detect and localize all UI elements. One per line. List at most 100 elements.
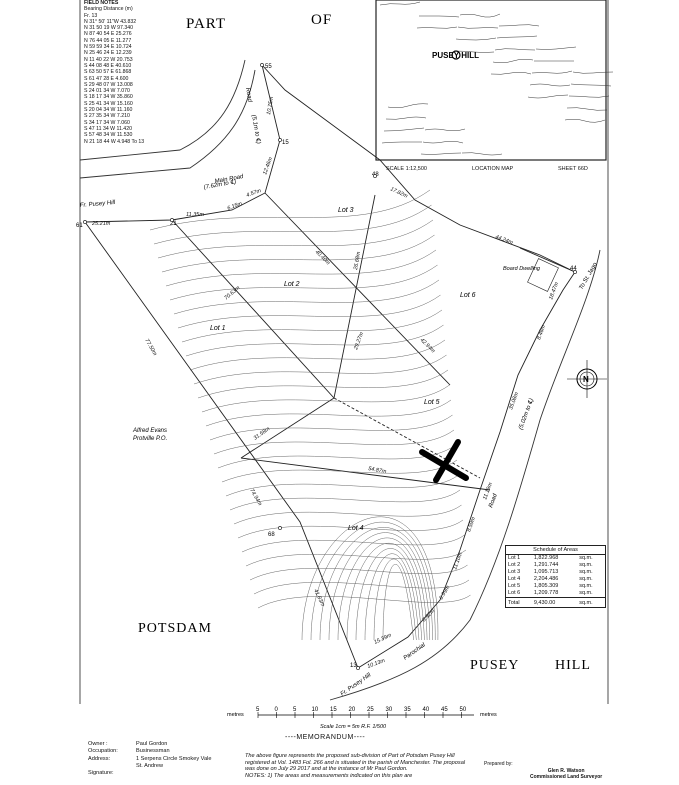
lot-1-label: Lot 1	[210, 325, 226, 332]
memo-text: The above figure represents the proposed…	[245, 753, 466, 773]
dim: 4.57m	[246, 188, 263, 199]
scale-tick-label: 50	[460, 707, 467, 713]
station-44: 44	[570, 266, 577, 272]
signature-key: Signature:	[88, 770, 114, 777]
dim: 54.87m	[368, 466, 388, 475]
field-note-row: N 31 50 19 W 97.340	[84, 25, 134, 32]
schedule-cell-lot: Lot 5	[508, 583, 521, 589]
scale-tick-label: 15	[330, 707, 337, 713]
field-note-row: N 76 44 05 E 11.277	[84, 37, 132, 44]
schedule-row: Lot 3 1,095.713 sq.m.	[506, 569, 605, 576]
field-note-row: S 47 11 34 W 11.420	[84, 125, 132, 132]
field-note-row: S 18 17 34 W 35.860	[84, 94, 133, 101]
field-note-row: S 29 48 07 W 13.008	[84, 81, 133, 88]
schedule-cell-area: 2,204.486	[533, 576, 559, 582]
schedule-cell-unit: sq.m.	[579, 576, 593, 582]
lot-2-label: Lot 2	[284, 281, 300, 288]
field-note-row: N 21 18 44 W 4.948 To 13	[84, 138, 145, 145]
address-value-1: 1 Serpens Circle Smokey Vale	[136, 755, 212, 762]
to-st-jago: To St. Jago	[579, 261, 600, 291]
dim: 8.46m	[536, 324, 547, 341]
field-note-row: S 61 47 28 E 4.600	[84, 75, 129, 82]
schedule-cell-lot: Lot 2	[508, 562, 521, 568]
dim: 29.27m	[353, 331, 365, 352]
scale-caption: Scale 1cm = 5m R.F. 1/500	[320, 724, 387, 730]
dim: 6.99m	[439, 584, 452, 601]
schedule-cell-lot: Lot 1	[508, 555, 521, 561]
field-note-row: N 11 40 22 W 20.753	[84, 56, 133, 63]
location-marker-icon	[451, 50, 461, 60]
memo-notes: NOTES: 1) The areas and measurements ind…	[245, 772, 413, 779]
surveyor-name: Glen R. Watson	[547, 768, 585, 774]
field-note-row: S 44 08 48 E 40.610	[84, 62, 132, 69]
heading-potsdam: POTSDAM	[138, 621, 212, 636]
station-68: 68	[268, 532, 275, 538]
owner-key: Owner :	[88, 741, 108, 747]
station-21: 21	[170, 221, 177, 227]
svg-text:N: N	[583, 375, 589, 384]
schedule-cell-unit: sq.m.	[579, 562, 593, 568]
scale-tick-label: 35	[404, 707, 411, 713]
top-road-width: (5.1m to ℄)	[250, 114, 262, 144]
schedule-cell-area: 1,095.713	[533, 569, 559, 575]
fr-pusey-hill-top: Fr. Pusey Hill	[80, 200, 117, 209]
field-note-row: N 59 59 34 E 10.724	[84, 44, 132, 51]
dim: 35.08m	[508, 391, 520, 411]
dim: 44.24m	[494, 234, 514, 246]
field-notes-title: FIELD NOTES	[84, 0, 119, 6]
schedule-total-label: Total	[506, 597, 532, 607]
schedule-cell-area: 1,209.778	[533, 590, 559, 596]
schedule-row: Lot 2 1,291.744 sq.m.	[506, 562, 605, 569]
lot-5-label: Lot 5	[424, 399, 440, 406]
heading-hill: HILL	[555, 658, 591, 673]
top-road-label: Road	[244, 87, 253, 103]
scale-tick-label: 30	[386, 707, 393, 713]
dim: 74.94m	[248, 488, 263, 507]
memo-title: ----MEMORANDUM----	[285, 734, 366, 741]
dim: 42.94m	[419, 337, 437, 355]
scale-tick-label: 40	[423, 707, 430, 713]
dim: 26.68m	[353, 251, 362, 272]
field-note-row: S 57 48 34 W 11.530	[84, 132, 133, 139]
station-13: 13	[350, 663, 357, 669]
schedule-cell-lot: Lot 3	[508, 569, 521, 575]
heading-pusey: PUSEY	[470, 658, 519, 673]
location-map-scale: SCALE 1:12,500	[386, 166, 427, 172]
field-note-row: N 87 40 54 E 25.276	[84, 31, 132, 38]
field-notes: FIELD NOTES Bearing Distance (m) Fr. 13 …	[84, 0, 144, 145]
lot-6-label: Lot 6	[460, 292, 476, 299]
parochial-label: Parochial	[403, 642, 427, 662]
field-note-row: S 27 35 34 W 7.210	[84, 113, 130, 120]
address-key: Address:	[88, 755, 111, 762]
scale-right-label: metres	[480, 712, 497, 718]
dim: 8.59m	[466, 516, 477, 533]
scale-tick-label: 0	[275, 707, 279, 713]
dim: 25.21m	[91, 221, 111, 227]
location-map-place: PUSEY HILL	[432, 51, 479, 60]
dim: 6.15m	[227, 201, 244, 212]
memo-body: The above figure represents the proposed…	[245, 753, 473, 779]
schedule-cell-area: 1,805.309	[533, 583, 559, 589]
schedule-cell-area: 1,291.744	[533, 562, 559, 568]
scale-tick-label: 20	[349, 707, 356, 713]
cross-mark-icon	[419, 439, 469, 483]
schedule-cell-unit: sq.m.	[579, 555, 593, 561]
field-note-row: S 24 01 34 W 7.070	[84, 88, 130, 95]
schedule-title: Schedule of Areas	[506, 546, 605, 555]
north-arrow-icon: N	[567, 360, 607, 398]
field-note-row: S 34 17 34 W 7.060	[84, 119, 130, 126]
heading-of: OF	[311, 12, 332, 28]
field-note-row: S 20 04 34 W 11.160	[84, 107, 133, 114]
occupation-value: Businessman	[136, 748, 170, 755]
field-note-row: S 63 50 57 E 61.868	[84, 69, 132, 76]
schedule-cell-unit: sq.m.	[579, 569, 593, 575]
scale-tick-label: 10	[312, 707, 319, 713]
schedule-cell-unit: sq.m.	[579, 590, 593, 596]
dim: 31.58m	[253, 426, 272, 442]
field-notes-header: Bearing Distance (m)	[84, 6, 133, 13]
field-note-row: N 31° 50' 11"W 43.832	[84, 18, 137, 25]
